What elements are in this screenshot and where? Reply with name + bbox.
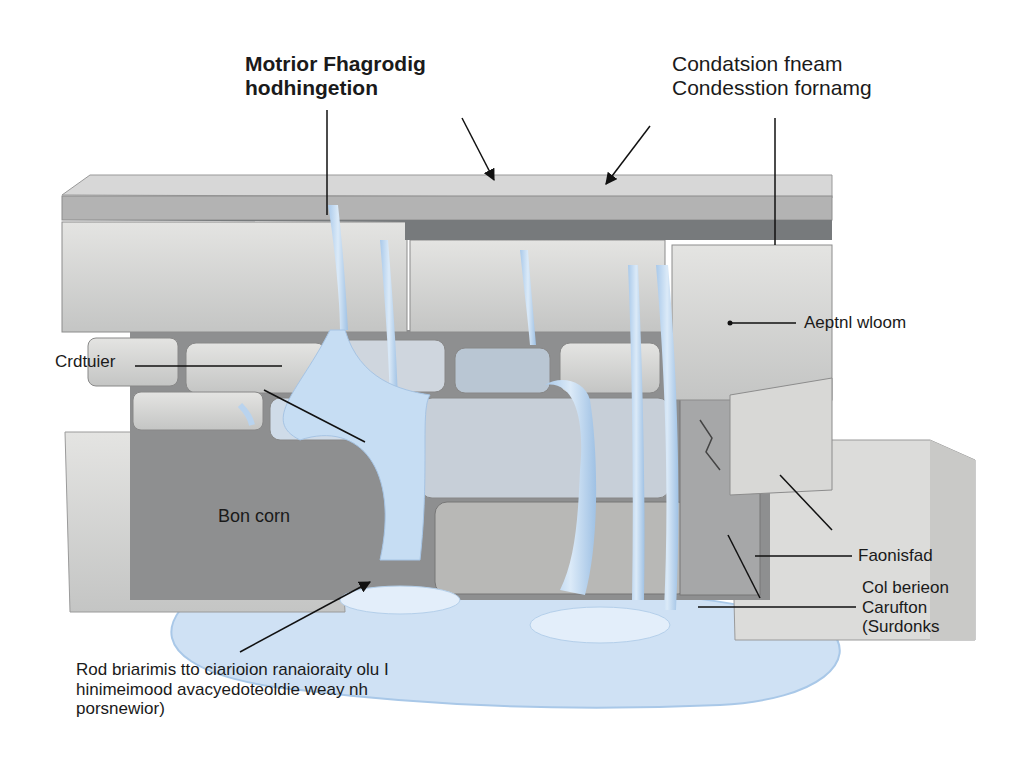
leader-line bbox=[728, 535, 760, 598]
water-stream bbox=[628, 265, 645, 600]
part-label: Bon corn bbox=[218, 506, 358, 527]
leader-line bbox=[780, 475, 832, 530]
stone bbox=[410, 240, 665, 332]
leader-line bbox=[698, 606, 856, 608]
part-label: Faonisfad bbox=[858, 546, 1008, 566]
water-stream bbox=[283, 330, 430, 560]
part-label: Crdtuier bbox=[55, 352, 215, 372]
note-label: Rod briarimis tto ciarioion ranaioraity … bbox=[76, 660, 416, 719]
water-stream bbox=[520, 250, 536, 345]
stone bbox=[435, 502, 690, 594]
base-side bbox=[930, 440, 975, 640]
water-stream bbox=[380, 240, 398, 400]
heading-label: Condatsion fneam Condesstion fornamg bbox=[672, 52, 944, 100]
leader-arrow bbox=[606, 126, 650, 184]
stone bbox=[455, 348, 550, 393]
stone bbox=[133, 392, 263, 430]
water-stream bbox=[656, 265, 678, 610]
water-splash bbox=[340, 586, 460, 614]
stone bbox=[730, 378, 832, 495]
water-splash bbox=[530, 607, 670, 643]
leader-arrow bbox=[462, 118, 494, 180]
leader-line bbox=[774, 118, 776, 245]
heading-label: Motrior Fhagrodig hodhingetion bbox=[245, 52, 477, 100]
cap-top bbox=[62, 175, 832, 198]
part-label: Col berieon Carufton (Surdonks bbox=[862, 578, 970, 637]
leader-line bbox=[730, 322, 796, 324]
leader-line bbox=[135, 365, 282, 367]
stone bbox=[62, 222, 407, 332]
crack bbox=[700, 420, 720, 470]
leader-dot bbox=[728, 321, 733, 326]
water-stream bbox=[545, 380, 596, 595]
cap-front bbox=[62, 196, 832, 220]
water-stream bbox=[328, 205, 348, 330]
part-label: Aeptnl wloom bbox=[804, 313, 1004, 333]
leader-arrow bbox=[240, 582, 370, 652]
cap-shadow bbox=[62, 220, 832, 240]
leader-line bbox=[264, 390, 365, 442]
leader-line bbox=[755, 555, 852, 557]
water-stream bbox=[240, 405, 252, 425]
leader-line bbox=[326, 110, 328, 215]
